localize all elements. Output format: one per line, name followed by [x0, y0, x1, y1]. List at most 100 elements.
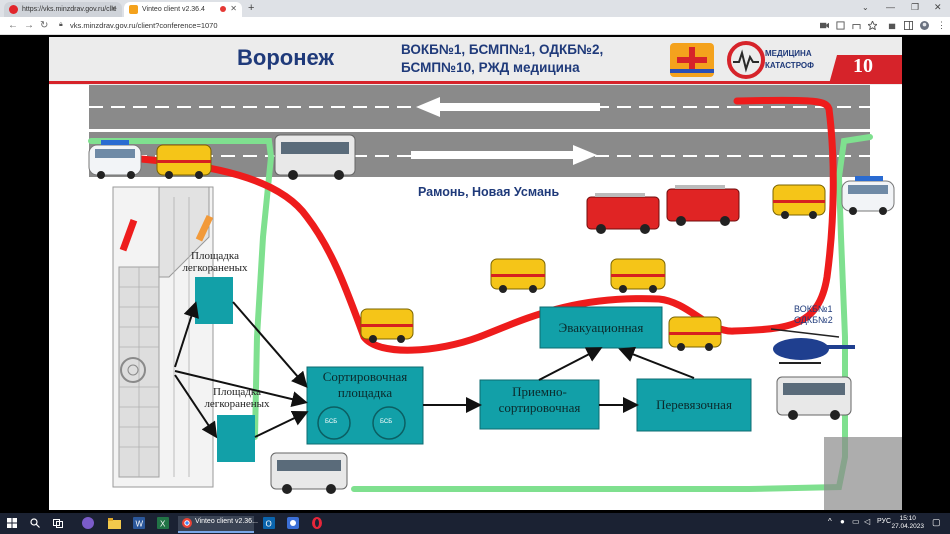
- ambulance-icon: [668, 316, 722, 351]
- restore-icon[interactable]: ❐: [911, 2, 920, 12]
- header-institutions-line2: БСМП№10, РЖД медицина: [401, 60, 580, 75]
- extensions-icon[interactable]: [888, 21, 897, 30]
- disaster-medicine-logo: [727, 41, 765, 79]
- tab-vinteo[interactable]: Vinteo client v2.36.4 ✕: [124, 2, 242, 17]
- back-icon[interactable]: ←: [8, 20, 18, 31]
- location-label: Рамонь, Новая Усмань: [418, 185, 560, 199]
- recording-dot-icon: [220, 6, 226, 12]
- logo-text-line2: КАТАСТРОФ: [765, 61, 814, 70]
- url-input[interactable]: vks.minzdrav.gov.ru/client?conference=10…: [70, 21, 218, 30]
- tab-search-icon[interactable]: ⌄: [862, 3, 869, 12]
- share-icon[interactable]: [852, 21, 861, 30]
- language-indicator[interactable]: РУС: [877, 518, 892, 525]
- browser-toolbar: ← → ↻ 🔒︎ vks.minzdrav.gov.ru/client?conf…: [0, 17, 950, 35]
- arrow-right-icon: [411, 145, 597, 165]
- excel-icon[interactable]: X: [157, 517, 169, 529]
- slide-header: [49, 37, 902, 83]
- close-icon[interactable]: ✕: [934, 2, 942, 12]
- ambulance-icon: [156, 144, 212, 179]
- flow-arrows: [174, 301, 695, 439]
- sorting-area-label: Сортировочная площадка: [307, 369, 423, 401]
- site-favicon-icon: [9, 5, 18, 14]
- bsb-label-1: БСБ: [325, 419, 338, 425]
- sorting-area-label-line2: площадка: [337, 385, 393, 400]
- sorting-area-label-line1: Сортировочная: [322, 369, 408, 384]
- browser-tab-bar: https://vks.minzdrav.gov.ru/clie ✕ Vinte…: [0, 0, 950, 17]
- clock-time: 15:10: [899, 515, 916, 522]
- viber-icon[interactable]: [82, 517, 94, 529]
- search-icon[interactable]: [30, 518, 40, 528]
- file-explorer-icon[interactable]: [108, 517, 121, 529]
- tab-title: Vinteo client v2.36.4: [142, 6, 205, 13]
- sidepanel-icon[interactable]: [904, 21, 913, 30]
- bus-icon: [270, 452, 348, 494]
- light-wounded-label-line1: Площадка: [191, 250, 239, 262]
- clock-date: 27.04.2023: [891, 523, 924, 530]
- chrome-taskbar-label: Vinteo client v2.36...: [195, 518, 258, 525]
- minimize-icon[interactable]: —: [886, 2, 895, 12]
- fire-truck-icon: [586, 193, 660, 234]
- install-icon[interactable]: [836, 21, 845, 30]
- app-icon[interactable]: [287, 517, 299, 529]
- header-institutions-line1: ВОКБ№1, БСМП№1, ОДКБ№2,: [401, 42, 604, 57]
- notification-icon[interactable]: ▢: [932, 517, 941, 527]
- bus-icon: [776, 376, 852, 420]
- windows-start-icon[interactable]: [7, 518, 17, 528]
- light-wounded-area-1[interactable]: [195, 277, 233, 324]
- svg-text:X: X: [160, 520, 166, 529]
- tab-title: https://vks.minzdrav.gov.ru/clie: [22, 6, 117, 13]
- light-wounded-label: Площадка легкораненых: [175, 250, 255, 274]
- dressing-box[interactable]: [636, 378, 752, 432]
- opera-icon[interactable]: [311, 517, 323, 529]
- light-wounded-label-2: Площадка легкораненых: [197, 386, 277, 410]
- emergency-ministry-logo: [670, 43, 714, 77]
- word-icon[interactable]: W: [133, 517, 145, 529]
- helicopter-label-line2: ОДКБ№2: [794, 315, 833, 325]
- close-tab-icon[interactable]: ✕: [110, 4, 117, 13]
- police-car-icon: [841, 176, 895, 215]
- bsb-label-2: БСБ: [380, 419, 393, 425]
- helicopter-label-line1: ВОКБ№1: [794, 304, 833, 314]
- reception-label: Приемно- сортировочная: [480, 384, 599, 416]
- bsb-circle-2: [372, 406, 406, 440]
- presentation-slide: Воронеж ВОКБ№1, БСМП№1, ОДКБ№2, БСМП№10,…: [49, 37, 902, 510]
- evacuation-box[interactable]: [539, 306, 663, 349]
- microphone-icon[interactable]: ●: [840, 517, 845, 526]
- sorting-area-box[interactable]: [306, 366, 424, 445]
- building-plan: [112, 186, 214, 488]
- svg-text:O: O: [266, 520, 272, 529]
- lock-icon[interactable]: 🔒︎: [59, 21, 63, 28]
- ambulance-icon: [772, 184, 826, 219]
- ambulance-icon: [610, 258, 666, 293]
- fire-truck-icon: [666, 185, 740, 226]
- tab-minzdrav[interactable]: https://vks.minzdrav.gov.ru/clie ✕: [4, 2, 122, 17]
- vinteo-favicon-icon: [129, 5, 138, 14]
- task-view-icon[interactable]: [53, 518, 63, 528]
- new-tab-button[interactable]: +: [248, 2, 255, 14]
- chrome-taskbar-button[interactable]: Vinteo client v2.36...: [178, 516, 258, 533]
- clock[interactable]: 15:10 27.04.2023: [891, 515, 924, 531]
- camera-icon[interactable]: [820, 21, 829, 30]
- reload-icon[interactable]: ↻: [40, 20, 49, 31]
- green-route: [88, 134, 873, 492]
- volume-icon[interactable]: ◁: [864, 517, 871, 526]
- svg-text:W: W: [136, 520, 144, 529]
- tray-chevron-icon[interactable]: ^: [828, 517, 832, 526]
- menu-kebab-icon[interactable]: ⋮: [937, 20, 946, 30]
- reception-label-line2: сортировочная: [498, 400, 581, 415]
- police-car-icon: [88, 140, 142, 179]
- profile-icon[interactable]: [920, 21, 929, 30]
- helicopter-icon: [770, 328, 855, 364]
- bsb-circle-1: [317, 406, 351, 440]
- ambulance-icon: [490, 258, 546, 293]
- forward-icon[interactable]: →: [24, 20, 34, 31]
- windows-taskbar: W X Vinteo client v2.36... O ^ ● ▭ ◁ РУС…: [0, 513, 950, 534]
- header-underline: [49, 81, 902, 84]
- light-wounded-label-2-line1: Площадка: [213, 386, 261, 398]
- bookmark-star-icon[interactable]: [868, 21, 877, 30]
- network-icon[interactable]: ▭: [852, 517, 860, 526]
- red-route: [137, 96, 837, 354]
- outlook-icon[interactable]: O: [263, 517, 275, 529]
- close-tab-icon[interactable]: ✕: [230, 4, 237, 13]
- light-wounded-area-2[interactable]: [217, 415, 255, 462]
